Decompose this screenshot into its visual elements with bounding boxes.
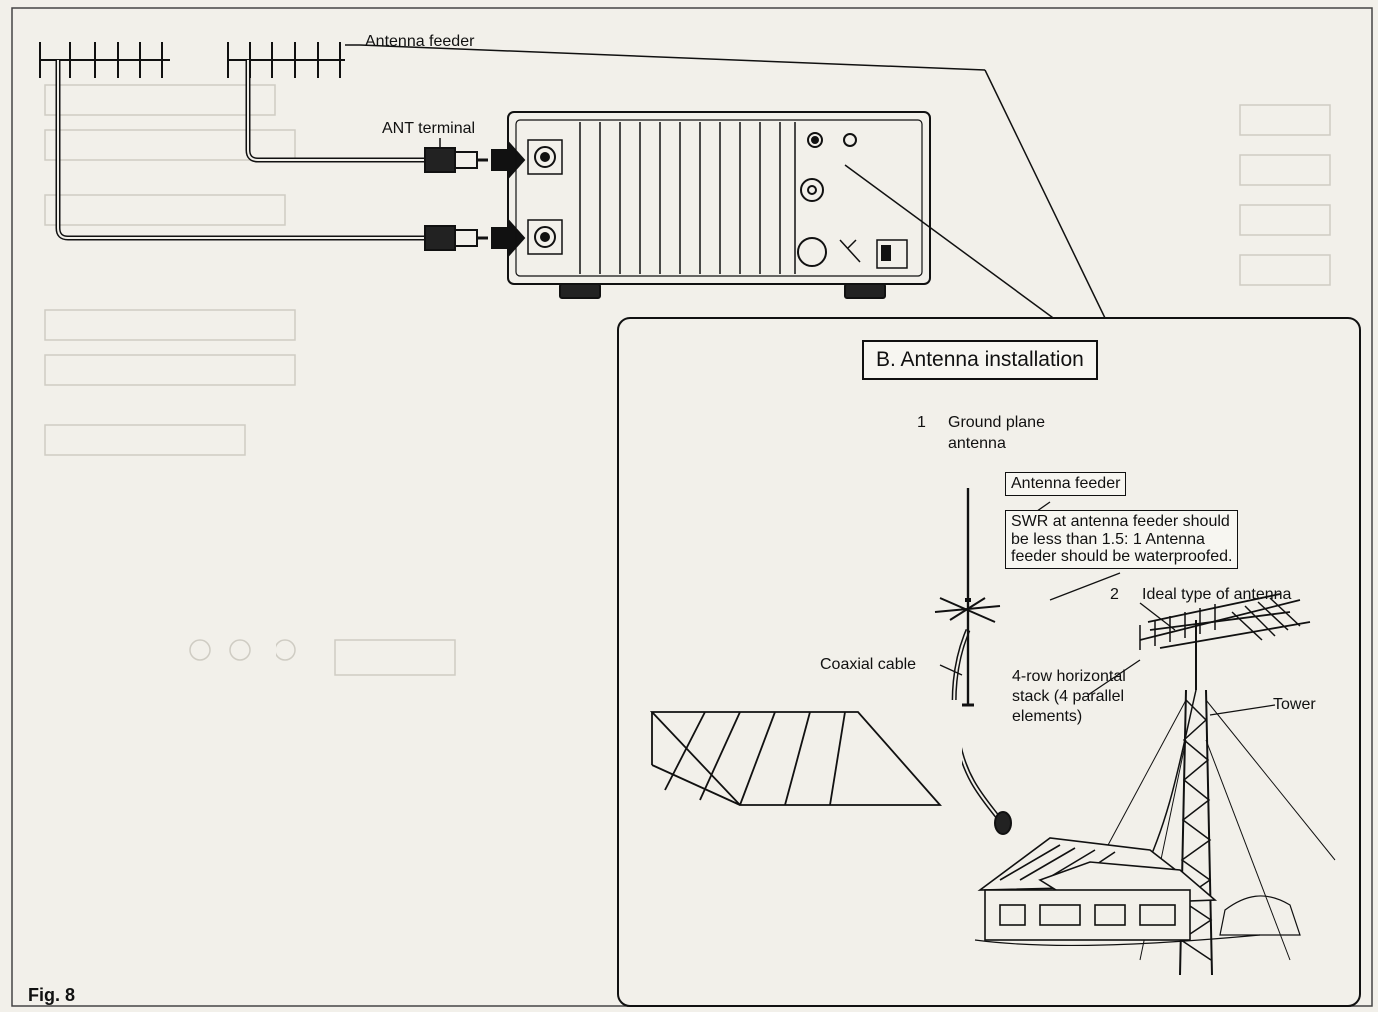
ground-plane-label-line1: Ground plane bbox=[948, 414, 1045, 431]
ant-terminal-label: ANT terminal bbox=[382, 120, 476, 137]
installation-title: B. Antenna installation bbox=[862, 340, 1098, 381]
stack-label: 4-row horizontal stack (4 parallel eleme… bbox=[1012, 667, 1126, 727]
tower-label: Tower bbox=[1273, 696, 1316, 713]
house bbox=[974, 837, 1301, 947]
yagi-antenna-left bbox=[39, 42, 170, 78]
transceiver-rear-panel bbox=[507, 111, 931, 299]
antenna-feeder-box: Antenna feeder bbox=[1005, 472, 1127, 497]
figure-label: Fig. 8 bbox=[28, 985, 76, 1005]
cable-coil bbox=[994, 811, 1012, 835]
coaxial-cable-label: Coaxial cable bbox=[820, 656, 917, 673]
stack-label-line3: elements) bbox=[1012, 708, 1083, 725]
ground-plane-number: 1 bbox=[917, 414, 926, 431]
stack-label-line2: stack (4 parallel bbox=[1012, 688, 1125, 705]
stack-antenna bbox=[1139, 593, 1311, 650]
ideal-antenna-label: Ideal type of antenna bbox=[1142, 586, 1292, 603]
connector-upper bbox=[424, 147, 488, 173]
ideal-antenna-number: 2 bbox=[1110, 586, 1119, 603]
swr-note-line2: be less than 1.5: 1 Antenna bbox=[1011, 530, 1205, 548]
swr-note-line1: SWR at antenna feeder should bbox=[1011, 513, 1230, 530]
roof bbox=[649, 711, 942, 806]
swr-note-box: SWR at antenna feeder should be less tha… bbox=[1005, 510, 1239, 569]
installation-inset-panel bbox=[617, 317, 1361, 1007]
stack-label-line1: 4-row horizontal bbox=[1012, 668, 1126, 685]
guide-line-mid bbox=[844, 164, 1091, 346]
antenna-feeder-label: Antenna feeder bbox=[365, 33, 475, 50]
guide-line-right bbox=[984, 69, 1106, 319]
guide-line-top bbox=[359, 44, 986, 71]
ground-plane-label-line2: antenna bbox=[948, 435, 1006, 452]
connector-lower bbox=[424, 225, 488, 251]
swr-note-line3: feeder should be waterproofed. bbox=[1011, 548, 1233, 566]
